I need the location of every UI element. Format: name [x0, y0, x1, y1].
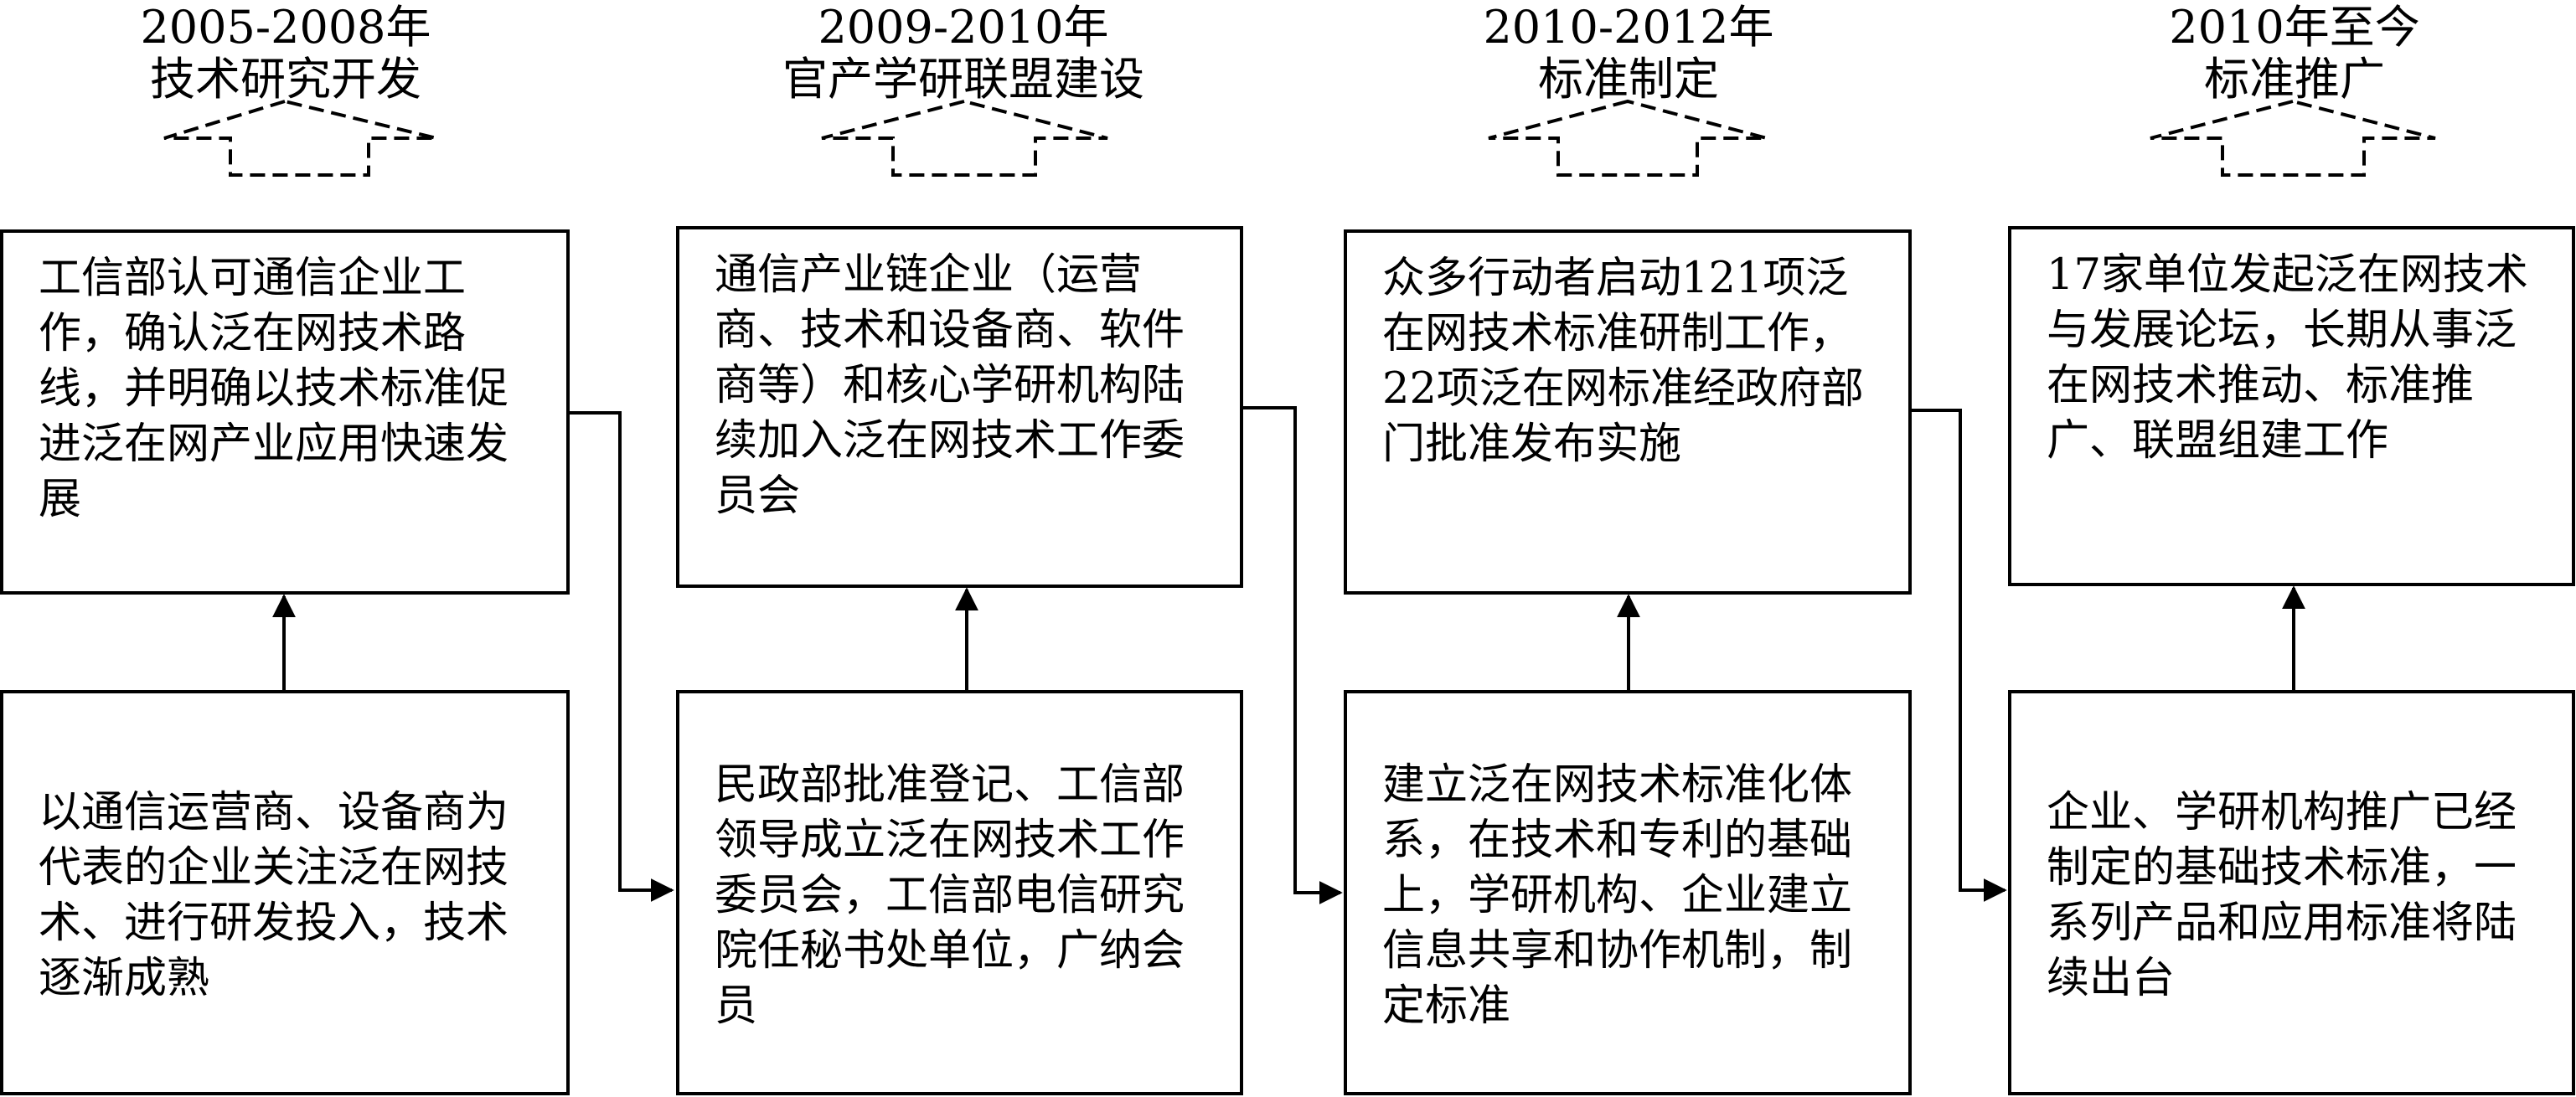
phase-4-title: 标准推广 [2204, 53, 2385, 106]
phase-4-upper-text: 17家单位发起泛在网技术与发展论坛，长期从事泛在网技术推动、标准推广、联盟组建工… [2047, 250, 2528, 466]
phase-4-years: 2010年至今 [2169, 1, 2420, 54]
phase-1-heading: 2005-2008年 技术研究开发 [51, 2, 520, 106]
phase-2-years: 2009-2010年 [818, 1, 1109, 54]
phase-3-years: 2010-2012年 [1483, 1, 1774, 54]
phase-3-upper-text: 众多行动者启动121项泛在网技术标准研制工作，22项泛在网标准经政府部门批准发布… [1382, 254, 1864, 469]
phase-3-lower-box: 建立泛在网技术标准化体系，在技术和专利的基础上，学研机构、企业建立信息共享和协作… [1344, 690, 1912, 1095]
phase-1-lower-box: 以通信运营商、设备商为代表的企业关注泛在网技术、进行研发投入，技术逐渐成熟 [0, 690, 570, 1095]
phase-1-upper-text: 工信部认可通信企业工作，确认泛在网技术路线，并明确以技术标准促进泛在网产业应用快… [39, 254, 509, 524]
phase-2-heading: 2009-2010年 官产学研联盟建设 [729, 2, 1198, 106]
phase-2-upper-box: 通信产业链企业（运营商、技术和设备商、软件商等）和核心学研机构陆续加入泛在网技术… [676, 226, 1243, 588]
connector-phase-3-to-4 [1910, 409, 2007, 902]
phase-1-lower-text: 以通信运营商、设备商为代表的企业关注泛在网技术、进行研发投入，技术逐渐成熟 [39, 788, 509, 1003]
phase-4-dashed-arrow [2150, 99, 2436, 177]
phase-1-upper-box: 工信部认可通信企业工作，确认泛在网技术路线，并明确以技术标准促进泛在网产业应用快… [0, 229, 570, 595]
phase-2-lower-box: 民政部批准登记、工信部领导成立泛在网技术工作委员会，工信部电信研究院任秘书处单位… [676, 690, 1243, 1095]
phase-3-lower-text: 建立泛在网技术标准化体系，在技术和专利的基础上，学研机构、企业建立信息共享和协作… [1382, 760, 1853, 1031]
phase-1-title: 技术研究开发 [150, 53, 421, 106]
phase-2-upper-text: 通信产业链企业（运营商、技术和设备商、软件商等）和核心学研机构陆续加入泛在网技术… [715, 250, 1185, 521]
phase-4-heading: 2010年至今 标准推广 [2060, 2, 2529, 106]
phase-2-lower-text: 民政部批准登记、工信部领导成立泛在网技术工作委员会，工信部电信研究院任秘书处单位… [715, 760, 1185, 1031]
phase-3-heading: 2010-2012年 标准制定 [1394, 2, 1863, 106]
phase-2-title: 官产学研联盟建设 [782, 53, 1144, 106]
phase-1-years: 2005-2008年 [140, 1, 431, 54]
connector-phase-2-to-3 [1242, 406, 1343, 904]
phase-3-dashed-arrow [1488, 99, 1768, 177]
phase-3-upper-box: 众多行动者启动121项泛在网技术标准研制工作，22项泛在网标准经政府部门批准发布… [1344, 229, 1912, 595]
connector-phase-1-to-2 [568, 411, 674, 902]
phase-4-upper-box: 17家单位发起泛在网技术与发展论坛，长期从事泛在网技术推动、标准推广、联盟组建工… [2008, 226, 2575, 586]
phase-2-dashed-arrow [821, 99, 1108, 177]
phase-4-lower-box: 企业、学研机构推广已经制定的基础技术标准，一系列产品和应用标准将陆续出台 [2008, 690, 2575, 1095]
phase-1-dashed-arrow [163, 99, 437, 177]
phase-4-lower-text: 企业、学研机构推广已经制定的基础技术标准，一系列产品和应用标准将陆续出台 [2047, 788, 2517, 1003]
phase-3-title: 标准制定 [1538, 53, 1719, 106]
